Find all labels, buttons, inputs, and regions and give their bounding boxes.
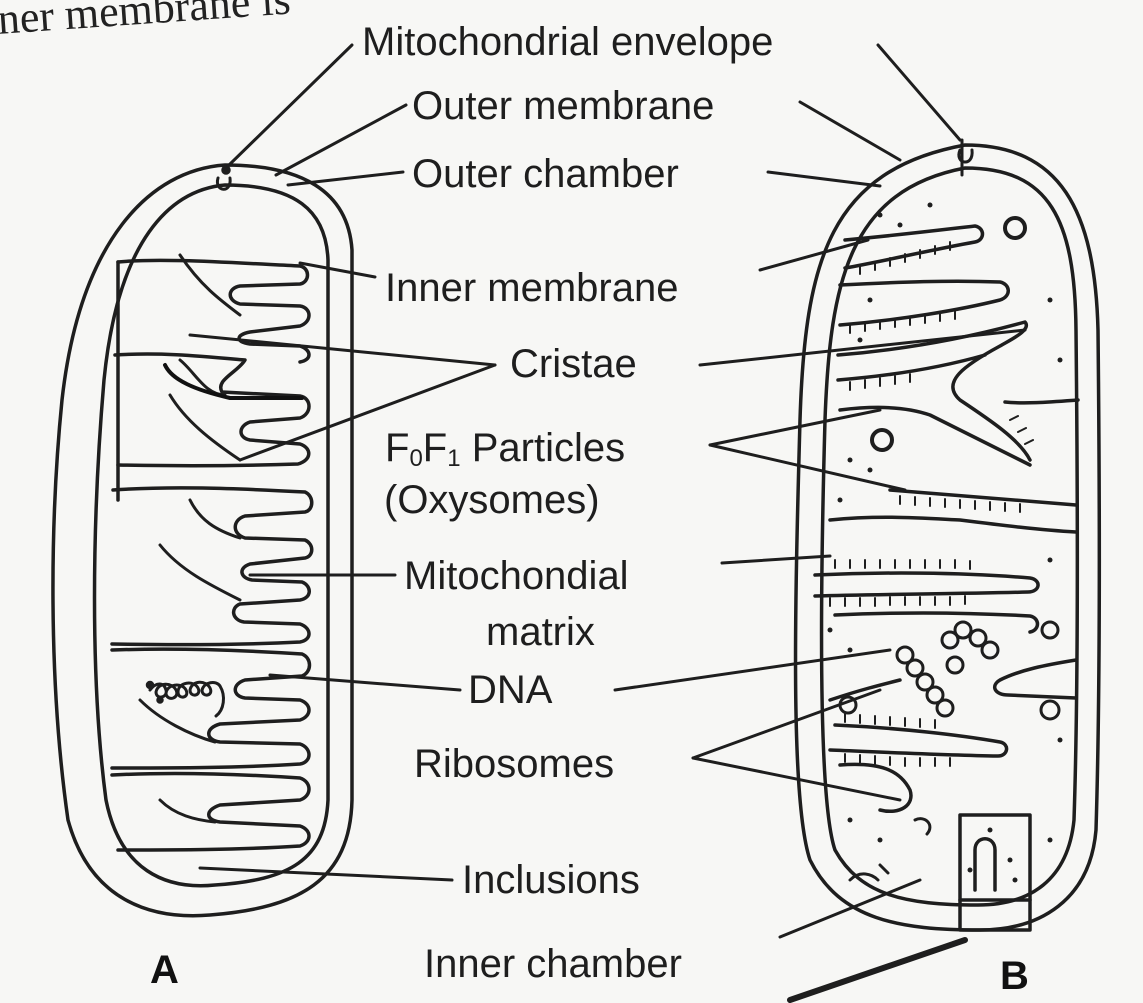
label-inner-chamber: Inner chamber xyxy=(424,944,682,984)
label-outer-membrane: Outer membrane xyxy=(412,86,714,126)
label-inner-membrane: Inner membrane xyxy=(385,268,678,308)
mitochondrion-b xyxy=(796,140,1100,930)
panel-label-b: B xyxy=(1000,954,1029,999)
label-dna: DNA xyxy=(468,670,552,710)
mito-b-inner-membrane xyxy=(821,168,1077,905)
panel-label-a: A xyxy=(150,948,179,993)
mitochondrion-a xyxy=(53,165,352,916)
label-f0f1-particles: F0F1 Particles xyxy=(385,428,625,471)
label-ribosomes: Ribosomes xyxy=(414,744,614,784)
label-outer-chamber: Outer chamber xyxy=(412,154,679,194)
label-mitochondrial-matrix-line1: Mitochondial xyxy=(404,556,629,596)
label-mitochondrial-envelope: Mitochondrial envelope xyxy=(362,22,773,62)
label-cristae: Cristae xyxy=(510,344,637,384)
mito-b-outer-membrane xyxy=(796,145,1100,930)
label-oxysomes: (Oxysomes) xyxy=(384,480,600,520)
label-inclusions: Inclusions xyxy=(462,860,640,900)
label-mitochondrial-matrix-line2: matrix xyxy=(486,612,595,652)
mito-b-dna xyxy=(897,622,998,716)
